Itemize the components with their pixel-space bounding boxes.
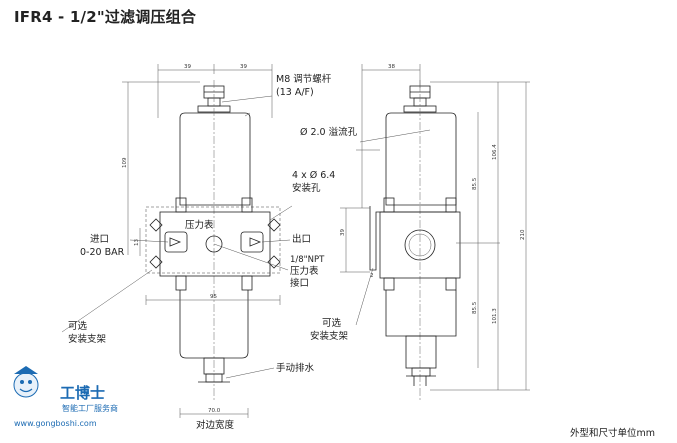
dim-body-width: 70.0 — [208, 408, 221, 414]
label-optional-bracket-side-desc: 安装支架 — [310, 330, 349, 342]
dim-top-left: 39 — [184, 64, 191, 70]
label-mount-holes-desc: 安装孔 — [292, 182, 321, 194]
dim-side-top: 38 — [388, 64, 395, 70]
label-optional-bracket-front-desc: 安装支架 — [68, 333, 107, 345]
side-view: 38 39 2 — [310, 64, 530, 400]
label-optional-bracket-front: 可选 — [68, 320, 88, 332]
dim-side-lower: 101.3 — [492, 308, 498, 324]
label-mount-holes: 4 x Ø 6.4 — [292, 170, 335, 181]
label-gauge: 压力表 — [185, 219, 214, 231]
dim-height-upper: 109 — [122, 157, 128, 168]
label-adjust-screw-af: (13 A/F) — [276, 87, 314, 98]
logo-url: www.gongboshi.com — [14, 419, 97, 428]
logo-name: 工博士 — [60, 384, 105, 402]
dim-top-right: 39 — [240, 64, 247, 70]
dim-port: 13 — [134, 239, 140, 246]
front-view: 39 39 109 13 — [61, 64, 358, 431]
dim-bracket-width: 95 — [210, 294, 217, 300]
label-relief-hole: Ø 2.0 溢流孔 — [300, 126, 358, 138]
brand-logo: 工博士 智能工厂服务商 www.gongboshi.com — [13, 366, 118, 428]
label-gauge-port-port: 接口 — [290, 277, 309, 289]
label-gauge-port-gauge: 压力表 — [290, 265, 319, 277]
dim-side-port-height: 39 — [340, 229, 346, 236]
label-inlet: 进口 — [90, 234, 109, 245]
logo-slogan: 智能工厂服务商 — [62, 403, 118, 413]
label-manual-drain: 手动排水 — [276, 362, 315, 374]
dim-side-lower-inner: 85.5 — [472, 301, 478, 314]
dim-side-upper: 106.4 — [492, 144, 498, 160]
page-title: IFR4 - 1/2"过滤调压组合 — [14, 8, 197, 26]
units-note: 外型和尺寸单位mm — [570, 427, 655, 439]
dim-side-total: 210 — [520, 229, 526, 240]
label-adjust-screw: M8 调节螺杆 — [276, 73, 332, 85]
dim-side-upper-inner: 85.5 — [472, 177, 478, 190]
dim-side-step: 2 — [370, 273, 374, 279]
label-inlet-pressure: 0-20 BAR — [80, 247, 125, 258]
label-gauge-port-npt: 1/8"NPT — [290, 255, 325, 265]
label-width-bottom: 对边宽度 — [196, 419, 235, 431]
label-outlet: 出口 — [292, 233, 311, 245]
label-optional-bracket-side: 可选 — [322, 317, 342, 329]
